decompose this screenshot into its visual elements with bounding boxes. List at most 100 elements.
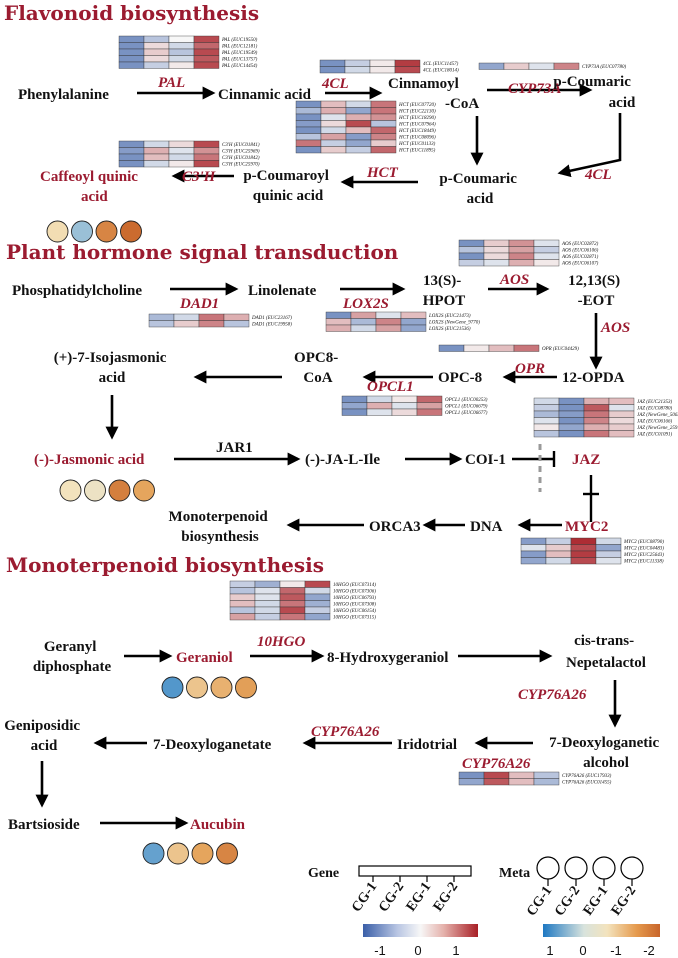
heatmap-cell	[304, 593, 331, 601]
metabolite-circle	[191, 842, 214, 865]
legend-gene-sample-label: EG-1	[404, 880, 435, 915]
node-myc2: MYC2	[565, 519, 608, 535]
heatmap-cell	[168, 48, 195, 56]
heatmap-cell	[533, 417, 560, 425]
heatmap-cell	[533, 771, 560, 779]
heatmap-4cl: 4CL (EUC11457)4CL (EUC18014)	[319, 59, 459, 74]
heatmap-cell	[193, 61, 220, 69]
heatmap-cell	[320, 107, 347, 115]
heatmap-row-label: MYC2 (EUC25643)	[623, 553, 664, 558]
enzyme-4cl-mid: 4CL	[584, 167, 612, 183]
node-iridotrial: Iridotrial	[397, 737, 457, 753]
heatmap-row-label: 10HGO (EUC07308)	[333, 603, 376, 608]
node-phosphatidylcholine: Phosphatidylcholine	[12, 283, 142, 299]
legend-meta-scale-tick: -2	[643, 943, 655, 958]
legend-gene-scale-tick: 1	[452, 943, 459, 958]
metabolite-circle	[216, 842, 238, 865]
section-title-monoterpenoid: Monoterpenoid biosynthesis	[6, 553, 324, 577]
heatmap-cell	[345, 107, 372, 115]
heatmap-row-label: PAL (EUC14454)	[221, 64, 258, 69]
heatmap-cell	[295, 113, 322, 121]
enzyme-pal: PAL	[158, 75, 185, 91]
enzyme-dad1: DAD1	[179, 296, 219, 312]
metabolite-circle	[186, 676, 208, 699]
heatmap-row-label: JAZ (NewGene_5063)	[637, 413, 678, 418]
heatmap-cell	[118, 61, 145, 69]
heatmap-cell	[118, 160, 145, 168]
heatmap-cell	[558, 423, 585, 431]
heatmap-cell	[553, 62, 580, 70]
heatmap-cell	[168, 147, 195, 155]
node-orca3: ORCA3	[369, 519, 421, 535]
heatmap-row-label: JAZ (EUC08780)	[637, 407, 672, 412]
node-7-deoxyloganetate: 7-Deoxyloganetate	[153, 737, 272, 753]
node-geniposidic-acid: Geniposidic acid	[4, 718, 84, 754]
heatmap-row-label: JAZ (NewGene_2597)	[637, 426, 678, 431]
heatmap-row-label: OPR (EUC04429)	[542, 347, 579, 352]
heatmap-cell	[370, 133, 397, 141]
heatmap-cell	[366, 402, 393, 410]
heatmap-lox2s: LOX2S (EUC21473)LOX2S (NewGene_9770)LOX2…	[325, 311, 480, 332]
heatmap-cell	[325, 318, 352, 326]
enzyme-10hgo: 10HGO	[257, 634, 306, 650]
heatmap-row-label: 10HGO (EUC06154)	[333, 609, 376, 614]
heatmap-row-label: LOX2S (NewGene_9770)	[428, 321, 480, 326]
heatmap-hct: HCT (EUC07720)HCT (EUC22130)HCT (EUC1829…	[295, 100, 436, 154]
heatmap-row-label: HCT (EUC22130)	[398, 110, 436, 115]
heatmap-cell	[320, 113, 347, 121]
heatmap-cell	[375, 318, 402, 326]
heatmap-cell	[229, 600, 256, 608]
metabolite-circle	[142, 842, 165, 865]
metabolite-circle	[133, 479, 155, 502]
node-isojasmonic-acid: (+)-7-Isojasmonic acid	[54, 350, 170, 386]
heatmap-cell	[400, 311, 427, 319]
heatmap-cell	[533, 239, 560, 247]
heatmap-cell	[254, 613, 281, 621]
heatmap-cell	[118, 48, 145, 56]
metabolite-circles-jasmonic	[59, 479, 155, 502]
heatmap-cell	[478, 62, 505, 70]
heatmap-row-label: PAL (EUC13757)	[221, 58, 258, 63]
heatmap-cell	[295, 146, 322, 154]
heatmap-cell	[193, 140, 220, 148]
node-opc8: OPC-8	[438, 370, 482, 386]
heatmap-row-label: AOS (EUC02871)	[561, 255, 599, 260]
heatmap-cell	[325, 311, 352, 319]
node-nepetalactol: cis-trans- Nepetalactol	[566, 633, 646, 671]
heatmap-cell	[400, 318, 427, 326]
heatmap-cell	[229, 580, 256, 588]
heatmap-cell	[508, 771, 535, 779]
heatmap-cell	[168, 61, 195, 69]
heatmap-cell	[118, 42, 145, 50]
legend-gene-sample-label: CG-1	[349, 880, 380, 915]
metabolite-circle	[95, 220, 118, 243]
heatmap-cell	[304, 600, 331, 608]
metabolite-circle	[210, 676, 233, 699]
heatmap-cell	[391, 402, 418, 410]
heatmap-row-label: DAD1 (EUC23167)	[251, 316, 292, 321]
heatmap-cell	[483, 771, 510, 779]
heatmap-row-label: CYP76A26 (EUC17933)	[562, 774, 612, 779]
heatmap-cell	[394, 59, 421, 67]
heatmap-cell	[483, 252, 510, 260]
heatmap-cell	[583, 430, 610, 438]
heatmap-cell	[279, 600, 306, 608]
heatmap-row-label: HCT (EUC01133)	[398, 142, 436, 147]
heatmap-cell	[595, 550, 622, 558]
heatmap-cell	[508, 246, 535, 254]
heatmap-cell	[416, 408, 443, 416]
legend-meta-sample-label: CG-2	[552, 884, 583, 919]
heatmap-cell	[533, 778, 560, 786]
heatmap-c3h: C3'H (EUC01841)C3'H (EUC25969)C3'H (EUC0…	[118, 140, 260, 168]
heatmap-cell	[533, 397, 560, 405]
heatmap-row-label: AOS (EUC06107)	[561, 262, 599, 267]
heatmap-cell	[304, 606, 331, 614]
legend-gene-sample-label: CG-2	[376, 880, 407, 915]
heatmap-cell	[520, 544, 547, 552]
heatmap-cell	[458, 771, 485, 779]
legend-meta-scale-tick: 1	[546, 943, 553, 958]
heatmap-cell	[375, 324, 402, 332]
heatmap-cell	[391, 395, 418, 403]
node-cinnamoyl-coa: Cinnamoyl -CoA	[388, 76, 479, 112]
